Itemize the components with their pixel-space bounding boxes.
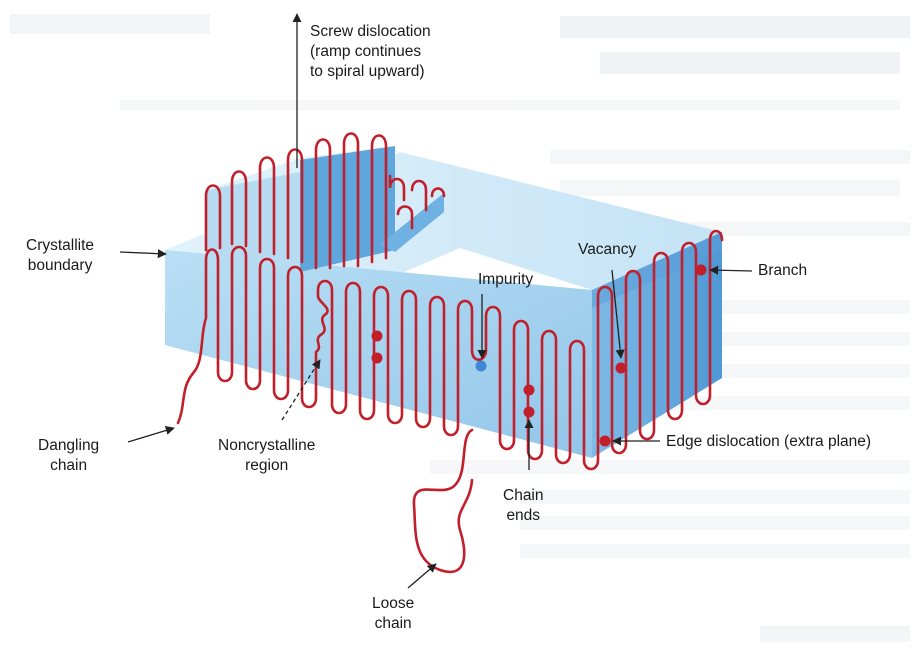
impurity-dot (475, 360, 487, 372)
chain-end-dot (523, 384, 535, 396)
leader-arrows (119, 13, 753, 589)
chain-end-dot (523, 406, 535, 418)
branch-dot (695, 264, 707, 276)
loose-chain (412, 428, 474, 574)
label-chain-ends: Chain ends (503, 487, 544, 524)
label-edge-dislocation: Edge dislocation (extra plane) (666, 433, 872, 450)
chain-end-dots (371, 330, 535, 418)
branch-arrow (709, 265, 753, 275)
crystallite-arrow (119, 249, 167, 259)
chain-end-dot (371, 352, 383, 364)
label-dangling-chain: Dangling chain (38, 437, 100, 474)
vacancy-dot (615, 362, 627, 374)
vacancy-arrow (611, 269, 625, 359)
label-noncrystalline-region: Noncrystalline region (218, 437, 316, 474)
front-shade (592, 232, 722, 308)
loose-arrow (407, 563, 437, 589)
label-vacancy: Vacancy (578, 241, 637, 258)
label-impurity: Impurity (478, 271, 534, 288)
noncrystalline-arrow (281, 359, 321, 421)
dangling-arrow (127, 426, 175, 443)
label-crystallite-boundary: Crystallite boundary (26, 237, 95, 274)
label-loose-chain: Loose chain (372, 595, 415, 632)
polymer-chain (176, 229, 724, 471)
label-screw-dislocation: Screw dislocation (ramp continues to spi… (310, 23, 431, 80)
edge-dislocation-dot (599, 435, 611, 447)
label-branch: Branch (758, 262, 808, 279)
chain-end-dot (371, 330, 383, 342)
step-wall (300, 146, 395, 272)
screw-layer-loops (204, 132, 446, 270)
